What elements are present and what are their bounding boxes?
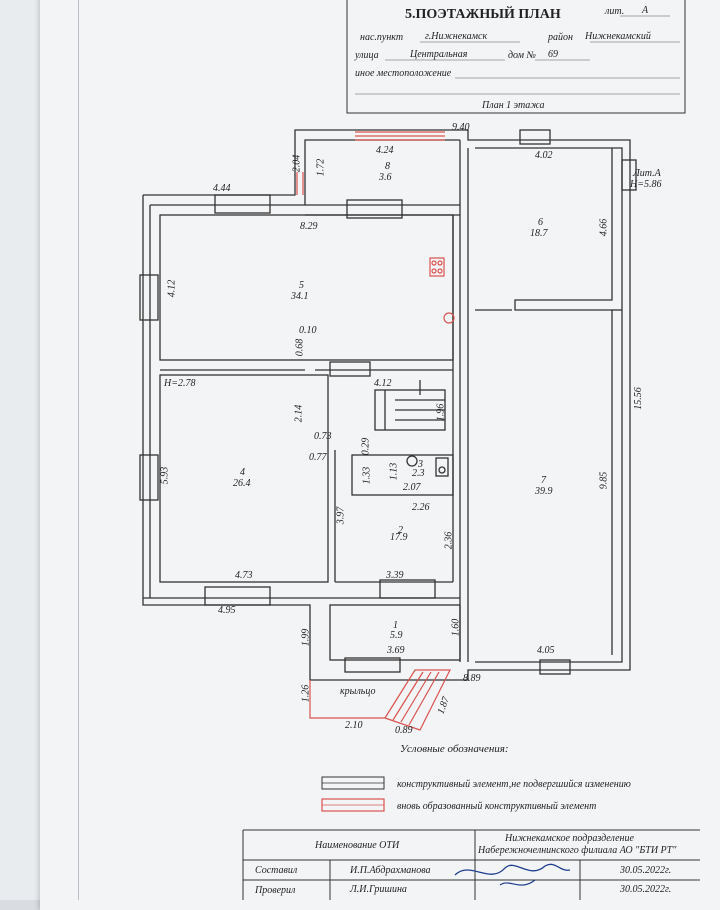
room-5-area: 34.1 [291, 291, 309, 302]
height-2: H=2.78 [164, 378, 196, 389]
street-label: улица [355, 50, 379, 61]
dim-0-77: 0.77 [309, 452, 327, 463]
lit-a-label: Лит.А [633, 168, 661, 179]
dim-5-93: 5.93 [159, 466, 171, 485]
lit-value: А [642, 5, 649, 16]
porch-label: крыльцо [340, 686, 376, 697]
compiled-name: И.П.Абдрахманова [350, 865, 431, 876]
dim-1-72: 1.72 [315, 158, 327, 177]
room-4-area: 26.4 [233, 478, 251, 489]
checked-label: Проверил [255, 885, 296, 896]
room-2-num: 2 [398, 525, 403, 536]
street-value: Центральная [410, 49, 468, 60]
dim-4-73: 4.73 [235, 570, 253, 581]
signature [454, 863, 571, 876]
house-value: 69 [548, 49, 558, 60]
room-3-area: 2.3 [412, 468, 425, 479]
room-3-num: 3 [418, 459, 423, 470]
dim-4-12b: 4.12 [374, 378, 392, 389]
dim-8-29: 8.29 [300, 221, 318, 232]
org-line-2: Набережночелнинского филиала АО "БТИ РТ" [478, 845, 677, 856]
dim-0-10: 0.10 [299, 325, 317, 336]
dim-1-96: 1.96 [435, 403, 447, 422]
footer-table [242, 829, 700, 900]
dim-8-89: 8.89 [463, 673, 481, 684]
room-4-num: 4 [240, 467, 245, 478]
dim-2-10: 2.10 [345, 720, 363, 731]
room-8-num: 8 [385, 161, 390, 172]
dim-4-05: 4.05 [537, 645, 555, 656]
lit-label: лит. [605, 6, 625, 17]
header-frame [346, 0, 686, 114]
margin-line [78, 0, 79, 900]
dim-1-26: 1.26 [300, 684, 312, 703]
compiled-label: Составил [255, 865, 298, 876]
dim-3-97: 3.97 [335, 506, 347, 525]
room-1-num: 1 [393, 620, 398, 631]
dim-0-68: 0.68 [294, 338, 306, 357]
dim-2-26: 2.26 [412, 502, 430, 513]
room-6-area: 18.7 [530, 228, 548, 239]
compiled-date: 30.05.2022г. [620, 865, 672, 876]
house-label: дом № [508, 50, 536, 61]
oti-label: Наименование ОТИ [315, 840, 400, 851]
dim-1-13: 1.13 [388, 462, 400, 481]
dim-3-69: 3.69 [387, 645, 405, 656]
checked-name: Л.И.Гришина [350, 884, 407, 895]
dim-3-39: 3.39 [386, 570, 404, 581]
settlement-label: нас.пункт [360, 32, 404, 43]
org-line-1: Нижнекамское подразделение [505, 833, 634, 844]
district-label: район [548, 32, 573, 43]
dim-0-29: 0.29 [360, 437, 372, 456]
dim-0-73: 0.73 [314, 431, 332, 442]
room-5-num: 5 [299, 280, 304, 291]
district-value: Нижнекамский [585, 31, 651, 42]
plan-title: 5.ПОЭТАЖНЫЙ ПЛАН [405, 7, 561, 22]
other-location-label: иное местоположение [355, 68, 452, 79]
floor-plan-caption: План 1 этажа [482, 100, 545, 111]
dim-1-99: 1.99 [300, 628, 312, 647]
dim-4-24: 4.24 [376, 145, 394, 156]
dim-0-89: 0.89 [395, 725, 413, 736]
legend-item-new: вновь образованный конструктивный элемен… [397, 801, 597, 812]
dim-4-12a: 4.12 [166, 279, 178, 298]
dim-2-36: 2.36 [443, 531, 455, 550]
dim-2-14: 2.14 [293, 404, 305, 423]
dim-9-40: 9.40 [452, 122, 470, 133]
legend-item-existing: конструктивный элемент,не подвергшийся и… [397, 779, 631, 790]
dim-2-04: 2.04 [291, 154, 303, 173]
settlement-value: г.Нижнекамск [425, 31, 488, 42]
dim-2-07: 2.07 [403, 482, 421, 493]
room-6-num: 6 [538, 217, 543, 228]
room-7-num: 7 [541, 475, 546, 486]
dim-9-85: 9.85 [598, 471, 610, 490]
room-2-area: 17.9 [390, 532, 408, 543]
dim-4-66: 4.66 [598, 218, 610, 237]
checked-date: 30.05.2022г. [620, 884, 672, 895]
dim-4-95: 4.95 [218, 605, 236, 616]
dim-1-60: 1.60 [450, 618, 462, 637]
room-1-area: 5.9 [390, 630, 403, 641]
dim-15-56: 15.56 [632, 387, 644, 410]
dim-4-44: 4.44 [213, 183, 231, 194]
room-7-area: 39.9 [535, 486, 553, 497]
dim-1-33: 1.33 [361, 466, 373, 485]
dim-4-02: 4.02 [535, 150, 553, 161]
legend-title: Условные обозначения: [400, 743, 509, 755]
room-8-area: 3.6 [379, 172, 392, 183]
height-a: H=5.86 [630, 179, 662, 190]
